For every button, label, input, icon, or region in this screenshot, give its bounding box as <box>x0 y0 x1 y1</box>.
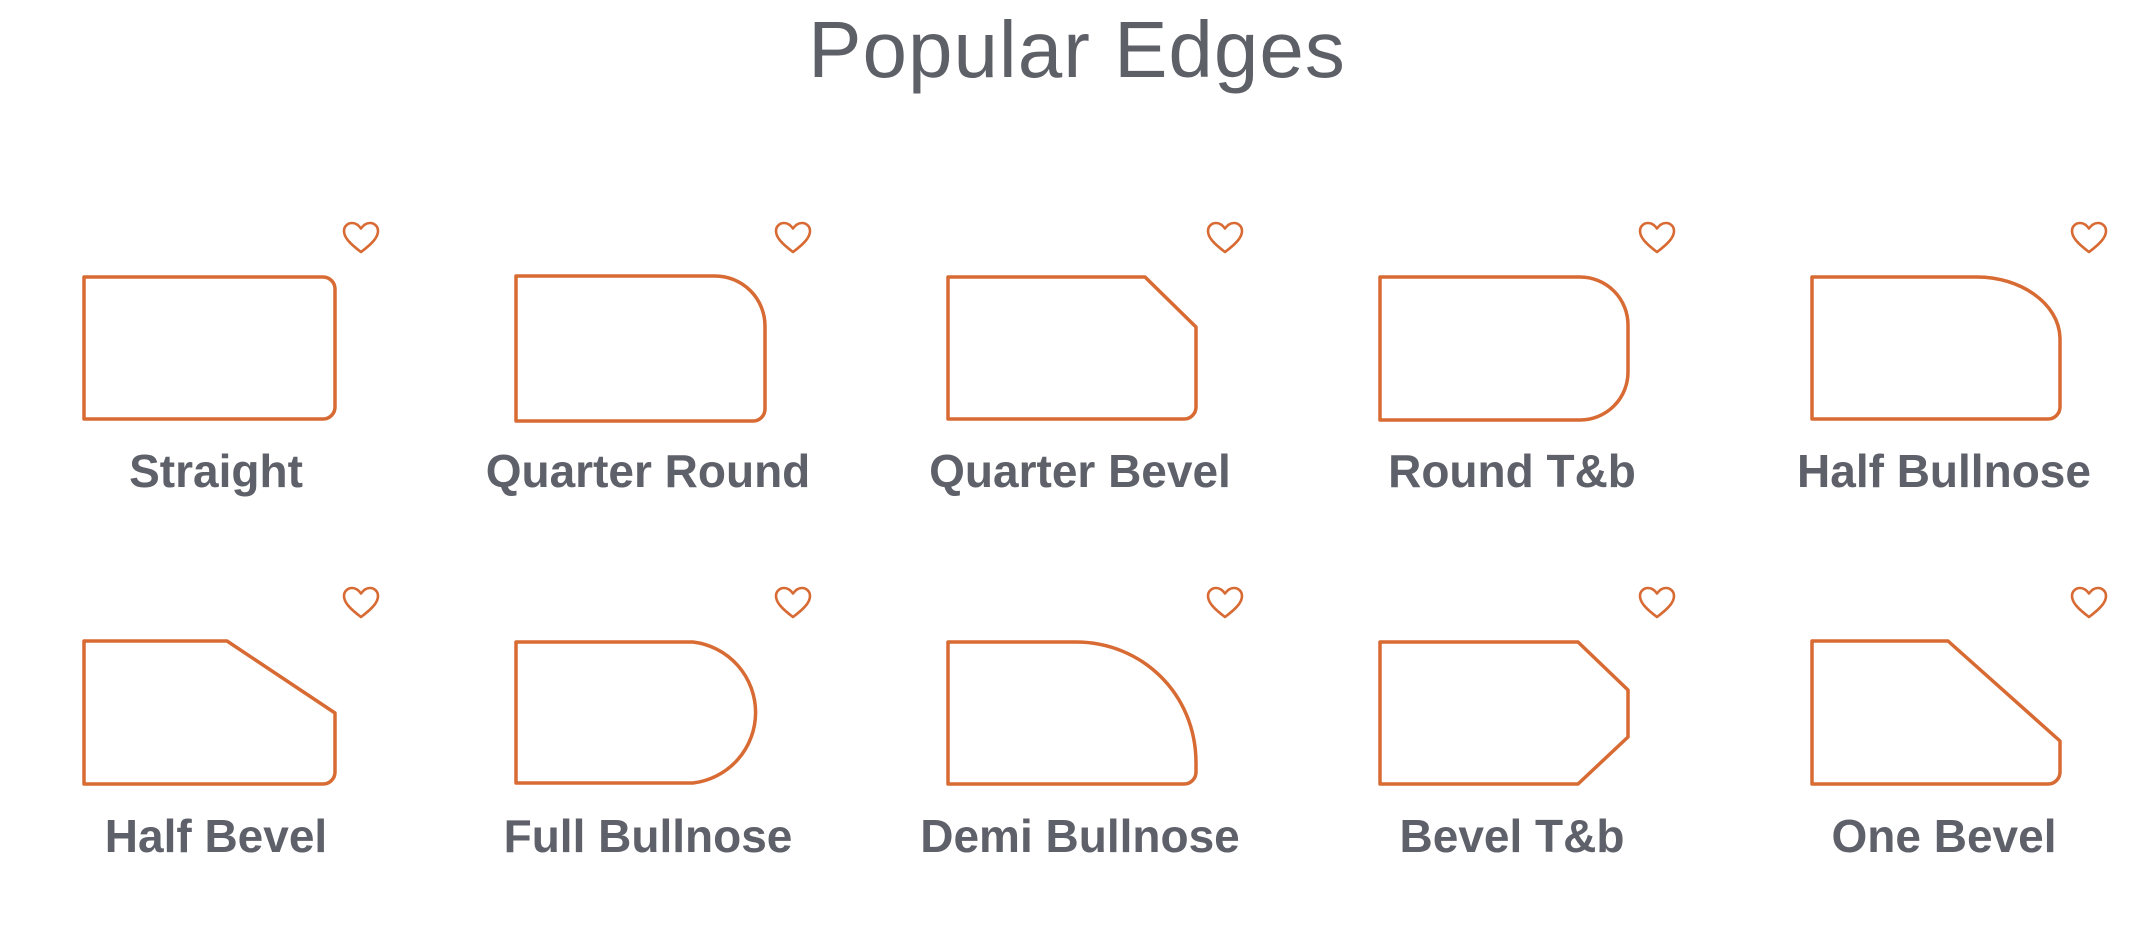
edge-card-half-bullnose[interactable]: Half Bullnose <box>1728 218 2154 548</box>
edge-label: Full Bullnose <box>503 810 793 862</box>
edge-label: Half Bevel <box>104 810 328 862</box>
favorite-heart-icon[interactable] <box>2068 583 2110 625</box>
edge-label: One Bevel <box>1831 810 2057 862</box>
edge-card-round-tb[interactable]: Round T&b <box>1296 218 1728 548</box>
edge-label: Bevel T&b <box>1399 810 1625 862</box>
quarter-bevel-edge-icon <box>946 275 1198 421</box>
edge-card-demi-bullnose[interactable]: Demi Bullnose <box>864 583 1296 913</box>
full-bullnose-edge-icon <box>514 640 758 785</box>
favorite-heart-icon[interactable] <box>1204 583 1246 625</box>
one-bevel-edge-icon <box>1810 639 2062 786</box>
edge-card-one-bevel[interactable]: One Bevel <box>1728 583 2154 913</box>
favorite-heart-icon[interactable] <box>2068 218 2110 260</box>
edge-card-half-bevel[interactable]: Half Bevel <box>0 583 432 913</box>
edge-label: Demi Bullnose <box>920 810 1240 862</box>
half-bevel-edge-icon <box>82 639 337 786</box>
edge-card-bevel-tb[interactable]: Bevel T&b <box>1296 583 1728 913</box>
demi-bullnose-edge-icon <box>946 640 1198 786</box>
favorite-heart-icon[interactable] <box>772 583 814 625</box>
favorite-heart-icon[interactable] <box>1204 218 1246 260</box>
edge-card-straight[interactable]: Straight <box>0 218 432 548</box>
edge-label: Round T&b <box>1388 445 1636 497</box>
favorite-heart-icon[interactable] <box>1636 218 1678 260</box>
edge-label: Half Bullnose <box>1797 445 2091 497</box>
straight-edge-icon <box>82 275 337 421</box>
quarter-round-edge-icon <box>514 274 767 423</box>
favorite-heart-icon[interactable] <box>340 218 382 260</box>
favorite-heart-icon[interactable] <box>340 583 382 625</box>
edge-card-full-bullnose[interactable]: Full Bullnose <box>432 583 864 913</box>
favorite-heart-icon[interactable] <box>1636 583 1678 625</box>
edge-label: Quarter Round <box>485 445 811 497</box>
favorite-heart-icon[interactable] <box>772 218 814 260</box>
page-title: Popular Edges <box>808 5 1346 94</box>
edge-label: Straight <box>129 445 303 497</box>
edge-card-quarter-round[interactable]: Quarter Round <box>432 218 864 548</box>
round-tb-edge-icon <box>1378 275 1630 422</box>
edge-card-quarter-bevel[interactable]: Quarter Bevel <box>864 218 1296 548</box>
half-bullnose-edge-icon <box>1810 275 2062 421</box>
bevel-tb-edge-icon <box>1378 640 1630 786</box>
edge-label: Quarter Bevel <box>929 445 1231 497</box>
